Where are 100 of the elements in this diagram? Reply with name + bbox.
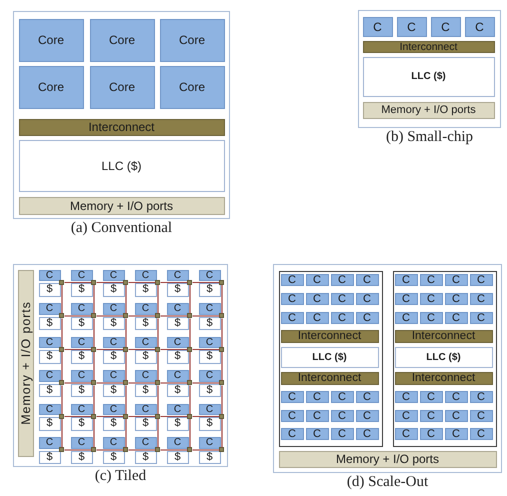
- router-square: [219, 313, 224, 318]
- chip-outline: [13, 264, 228, 467]
- cache-label: $: [142, 418, 149, 430]
- core-label: C: [142, 270, 150, 280]
- mesh-link: [93, 419, 95, 448]
- mesh-link: [192, 315, 220, 317]
- router-square: [219, 447, 224, 452]
- router-square: [123, 447, 128, 452]
- core-label: C: [174, 338, 182, 347]
- mesh-link: [64, 382, 92, 384]
- core-block: [394, 410, 418, 422]
- core-label: C: [475, 20, 484, 34]
- mesh-link: [96, 282, 124, 284]
- figure-caption: (c) Tiled: [94, 468, 146, 485]
- core-block: [470, 274, 492, 286]
- core-block: [356, 312, 378, 324]
- chip-outline: [13, 11, 230, 219]
- mesh-link: [64, 282, 92, 284]
- core-block: [70, 336, 92, 348]
- cache-block: [70, 350, 92, 364]
- cache-block: [102, 450, 124, 464]
- core-block: [394, 428, 418, 440]
- core-label: C: [363, 275, 371, 285]
- core-label: C: [206, 270, 214, 280]
- cache-block: [134, 417, 156, 430]
- cache-block: [134, 316, 156, 330]
- mesh-link: [128, 282, 156, 284]
- mesh-link: [157, 352, 159, 380]
- core-label: C: [477, 294, 485, 304]
- core-label: C: [78, 371, 86, 380]
- cache-label: $: [206, 452, 213, 463]
- core-block: [306, 274, 328, 286]
- cache-label: $: [78, 318, 85, 329]
- cache-label: LLC ($): [101, 158, 142, 172]
- cache-block: [38, 316, 60, 330]
- core-label: C: [427, 313, 435, 323]
- router-square: [123, 414, 128, 418]
- cache-label: $: [46, 318, 53, 329]
- core-block: [166, 270, 188, 281]
- core-block: [198, 370, 220, 382]
- router-square: [123, 280, 128, 284]
- core-block: [134, 270, 156, 281]
- core-label: C: [427, 429, 435, 439]
- core-label: C: [313, 392, 321, 402]
- core-label: C: [206, 338, 214, 347]
- router-square: [155, 414, 160, 418]
- core-label: C: [206, 438, 214, 448]
- core-block: [134, 336, 156, 348]
- core-label: C: [110, 371, 118, 380]
- core-block: [166, 303, 188, 314]
- core-block: [198, 303, 220, 314]
- core-label: C: [78, 438, 86, 448]
- core-label: C: [427, 392, 435, 402]
- mesh-link: [61, 352, 63, 380]
- core-label: C: [402, 411, 410, 421]
- core-block: [18, 18, 84, 62]
- core-label: C: [452, 294, 460, 304]
- cache-block: [70, 417, 92, 430]
- mesh-link: [64, 416, 92, 418]
- core-label: C: [206, 304, 214, 314]
- core-block: [394, 274, 418, 286]
- cache-block: [38, 350, 60, 364]
- cache-label: $: [206, 418, 213, 430]
- mesh-link: [160, 382, 188, 384]
- mesh-link: [125, 285, 127, 314]
- interconnect-bar: [280, 372, 378, 385]
- core-block: [90, 18, 154, 62]
- cache-label: $: [46, 284, 53, 296]
- cache-label: $: [78, 452, 85, 463]
- core-block: [280, 274, 304, 286]
- core-block: [444, 428, 468, 440]
- router-square: [59, 380, 64, 385]
- cache-label: $: [46, 418, 53, 430]
- core-label: C: [174, 404, 182, 414]
- core-label: C: [174, 438, 182, 448]
- cache-label: $: [46, 384, 53, 396]
- core-label: C: [452, 429, 460, 439]
- core-label: C: [288, 411, 296, 421]
- cache-block: [362, 56, 494, 96]
- cache-label: $: [174, 384, 181, 396]
- cache-block: [166, 350, 188, 364]
- cache-block: [394, 347, 492, 368]
- core-block: [166, 336, 188, 348]
- chip-outline: [273, 264, 502, 473]
- core-label: C: [174, 270, 182, 280]
- mesh-link: [189, 318, 191, 347]
- cache-label: LLC ($): [312, 352, 347, 364]
- mesh-link: [157, 419, 159, 448]
- router-square: [187, 280, 192, 284]
- mesh-link: [96, 348, 124, 350]
- core-label: C: [402, 313, 410, 323]
- mesh-link: [189, 285, 191, 314]
- core-label: C: [402, 429, 410, 439]
- router-square: [155, 380, 160, 385]
- mesh-link: [96, 416, 124, 418]
- core-label: C: [313, 294, 321, 304]
- core-label: C: [142, 404, 150, 414]
- mesh-link: [128, 449, 156, 451]
- core-block: [356, 293, 378, 305]
- core-block: [38, 270, 60, 281]
